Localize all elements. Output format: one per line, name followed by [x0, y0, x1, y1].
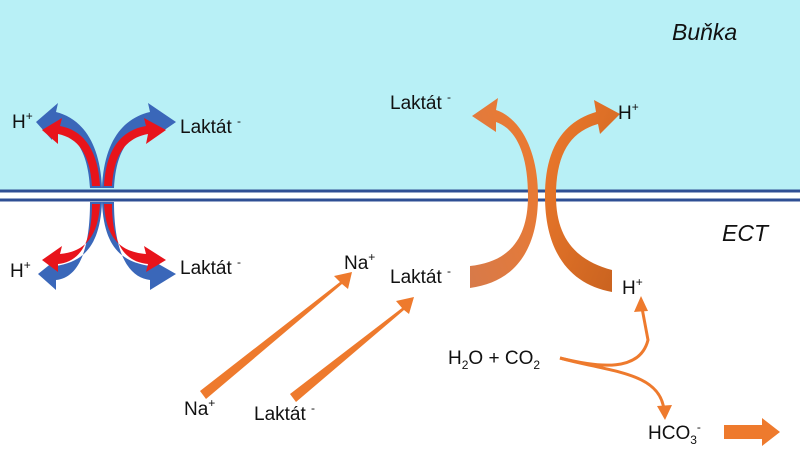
lactate-label-cell-left: Laktát - [180, 114, 242, 138]
cell-region-label: Buňka [672, 19, 738, 45]
orange-arrow-h-in [545, 100, 620, 292]
blue-arrow-lower-right [102, 202, 176, 290]
h-ion-label-cell-right: H+ [618, 100, 639, 124]
lactate-label-source: Laktát - [254, 401, 316, 425]
h-ion-label-cell-left: H+ [12, 109, 33, 133]
ect-region-label: ECT [722, 220, 768, 246]
carbonic-reaction-arrows [559, 307, 666, 411]
hco3-efflux-arrow [724, 418, 780, 446]
lactate-cotransport-arrow [290, 297, 414, 402]
arrowhead-to-hco3 [657, 405, 672, 420]
red-arrow-lower-left [42, 204, 100, 272]
cell-membrane [0, 189, 800, 202]
red-arrow-upper-left [42, 118, 100, 186]
lactate-label-ect-right: Laktát - [390, 264, 452, 288]
right-transporter-orange-arrows [470, 98, 620, 292]
na-label-destination: Na+ [344, 250, 376, 274]
na-cotransport-arrow [200, 272, 352, 399]
h2o-co2-label: H2O + CO2 [448, 348, 541, 372]
lactate-label-ect-left: Laktát - [180, 255, 242, 279]
h-ion-label-ect-left: H+ [10, 258, 31, 282]
blue-arrow-upper-right [102, 103, 176, 188]
left-transporter-red-arrows [42, 118, 166, 272]
cell-region [0, 0, 800, 190]
arrowhead-to-h [634, 296, 648, 312]
red-arrow-upper-right [104, 118, 166, 186]
orange-arrow-lactate-in [470, 98, 538, 288]
h-ion-label-ect-right: H+ [622, 275, 643, 299]
hco3-label: HCO3- [648, 420, 701, 447]
lactate-label-cell-right: Laktát - [390, 90, 452, 114]
red-arrow-lower-right [104, 204, 166, 272]
na-label-source: Na+ [184, 396, 216, 420]
